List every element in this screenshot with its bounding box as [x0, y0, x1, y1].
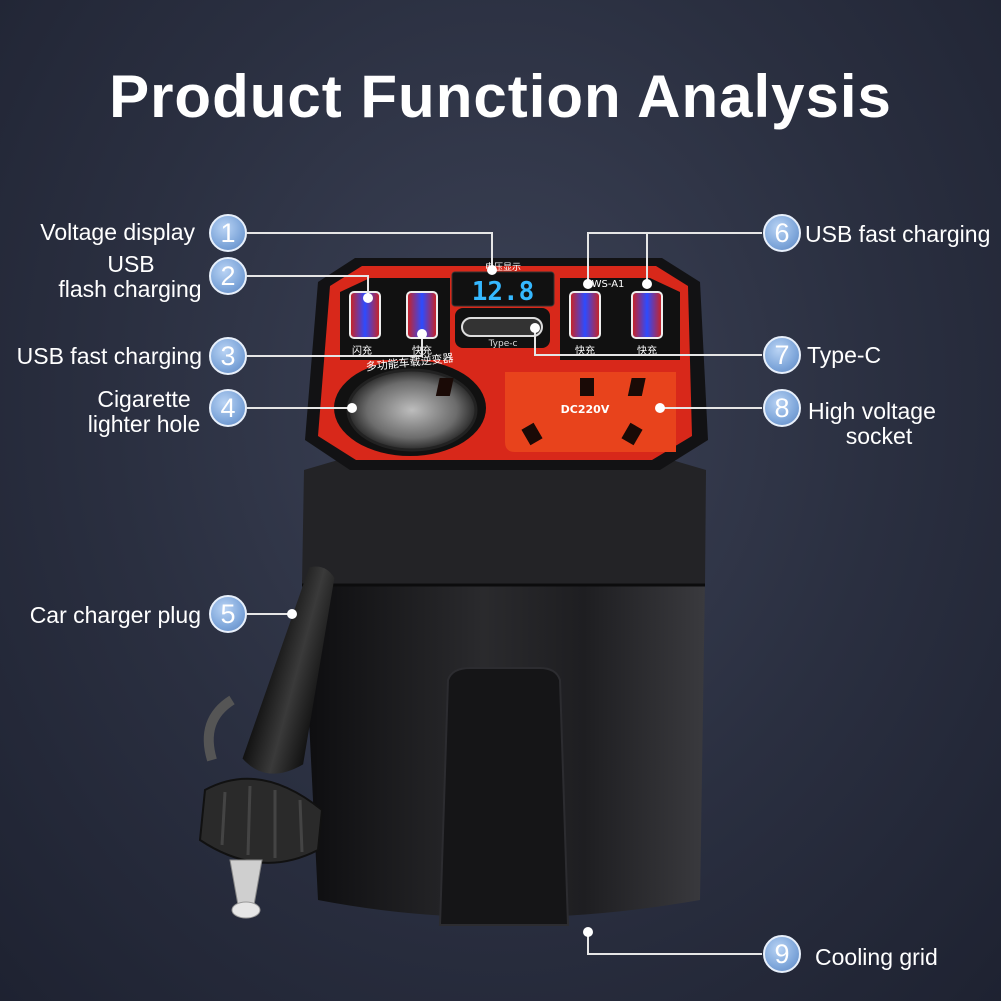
- callout-label-usb-fast-charging-left: USB fast charging: [16, 343, 202, 369]
- callout-label-high-voltage-socket: High voltage socket: [808, 398, 936, 449]
- voltage-readout: 12.8: [472, 277, 535, 307]
- callout-badge-9: 9: [763, 935, 801, 973]
- callout-label-car-charger-plug: Car charger plug: [29, 602, 201, 628]
- port-label-fast-2: 快充: [575, 344, 595, 357]
- callout-badge-4: 4: [209, 389, 247, 427]
- callout-label-cooling-grid: Cooling grid: [815, 944, 938, 970]
- callout-badge-7: 7: [763, 336, 801, 374]
- port-label-fast-3: 快充: [637, 344, 657, 357]
- cigarette-lighter-hole: [346, 368, 478, 452]
- callout-badge-3: 3: [209, 337, 247, 375]
- car-charger-plug: [198, 566, 335, 919]
- callout-label-cigarette-lighter-hole: Cigarette lighter hole: [87, 386, 201, 437]
- socket-voltage-label: DC220V: [561, 403, 610, 416]
- callout-badge-6: 6: [763, 214, 801, 252]
- device-upper-body: [302, 458, 706, 585]
- cooling-grid-panel: [438, 667, 570, 926]
- page-title: Product Function Analysis: [109, 63, 892, 130]
- usb-fast-port-right-2: [631, 291, 663, 339]
- usb-flash-port: [349, 291, 381, 339]
- usb-fast-port-right-1: [569, 291, 601, 339]
- callout-label-usb-flash-charging: USB flash charging: [58, 251, 202, 302]
- callout-badge-2: 2: [209, 257, 247, 295]
- callout-badge-5: 5: [209, 595, 247, 633]
- callout-label-voltage-display: Voltage display: [40, 219, 195, 245]
- port-label-flash: 闪充: [352, 344, 372, 357]
- model-label: WS-A1: [592, 279, 625, 290]
- type-c-caption: Type-c: [488, 339, 518, 349]
- callout-label-type-c: Type-C: [807, 342, 882, 368]
- type-c-port: [461, 317, 543, 337]
- callout-badge-8: 8: [763, 389, 801, 427]
- callout-label-usb-fast-charging-right: USB fast charging: [805, 221, 991, 247]
- callout-badge-1: 1: [209, 214, 247, 252]
